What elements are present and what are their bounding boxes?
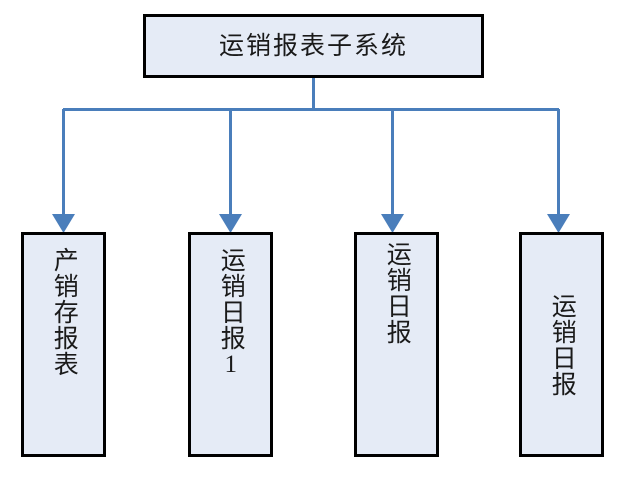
node-child-3-label: 运销日报	[383, 241, 411, 345]
node-root[interactable]: 运销报表子系统	[143, 14, 484, 78]
node-child-4-label: 运销日报	[548, 292, 576, 397]
node-child-1-label: 产销存报表	[50, 247, 78, 377]
node-child-3[interactable]: 运销日报	[354, 232, 439, 457]
node-root-label: 运销报表子系统	[218, 32, 408, 60]
arrowhead-3	[381, 214, 404, 233]
arrowhead-4	[547, 214, 570, 233]
node-child-2[interactable]: 运销日报1	[188, 232, 273, 457]
arrowhead-2	[219, 214, 242, 233]
node-child-1[interactable]: 产销存报表	[21, 232, 106, 457]
node-child-4[interactable]: 运销日报	[519, 232, 604, 457]
arrowhead-1	[52, 214, 75, 233]
node-child-2-label: 运销日报1	[217, 247, 245, 379]
